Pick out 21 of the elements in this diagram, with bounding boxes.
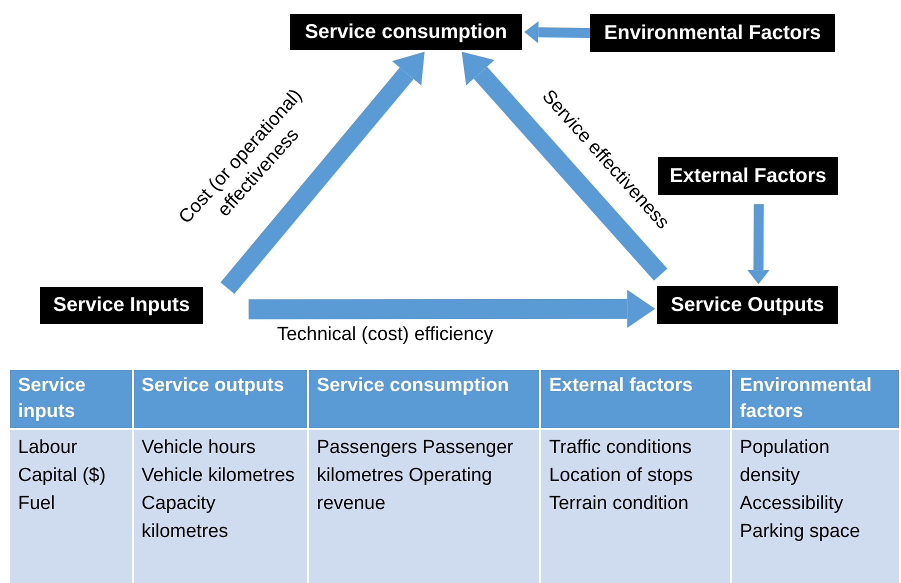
- factor-box: Environmental Factors: [590, 14, 835, 52]
- column-header: Service outputs: [132, 369, 308, 429]
- column-header: Service inputs: [9, 369, 133, 429]
- table-cell: Population density Accessibility Parking space: [730, 429, 900, 583]
- table-cell: Vehicle hours Vehicle kilometres Capacity kilometres: [132, 429, 308, 583]
- column-header: External factors: [540, 369, 731, 429]
- block-arrow: [462, 52, 668, 281]
- process-box: Service Outputs: [657, 286, 838, 324]
- block-arrow: [248, 290, 656, 328]
- edge-label: Technical (cost) efficiency: [276, 323, 494, 347]
- column-header: Service consumption: [308, 369, 540, 429]
- block-arrow: [524, 21, 590, 44]
- table-cell: Labour Capital ($) Fuel: [9, 429, 133, 583]
- block-arrow: [747, 204, 770, 284]
- process-box: Service consumption: [290, 14, 522, 50]
- process-box: Service Inputs: [40, 287, 203, 324]
- factor-box: External Factors: [658, 157, 838, 195]
- block-arrow: [220, 52, 425, 294]
- table-cell: Traffic conditions Location of stops Terrain condition: [540, 429, 731, 583]
- column-header: Environmental factors: [730, 369, 900, 429]
- table-cell: Passengers Passenger kilometres Operating revenue: [308, 429, 540, 583]
